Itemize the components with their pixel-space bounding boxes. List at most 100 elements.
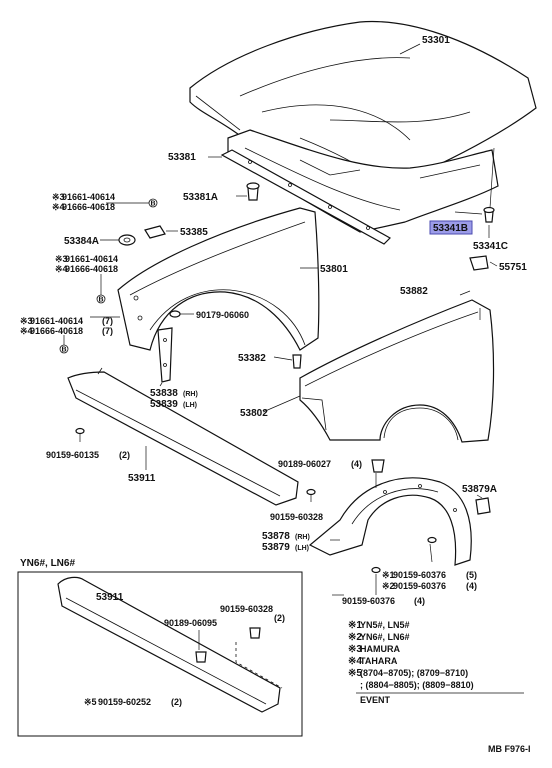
label-53838-side: (RH) xyxy=(183,391,198,398)
label-53839: 53839 xyxy=(150,399,178,410)
label-53385: 53385 xyxy=(180,227,208,238)
label-53838: 53838 xyxy=(150,388,178,399)
rnote-mark-1: ※1 xyxy=(382,570,395,580)
label-90159-60328: 90159-60328 xyxy=(270,512,323,522)
label-53879: 53879 xyxy=(262,542,290,553)
label-90159-60376: 90159-60376 xyxy=(342,596,395,606)
screw-90179[interactable] xyxy=(169,310,181,318)
note-qty-5: (7) xyxy=(102,316,113,326)
legend-text-5: (8704−8705); (8709−8710) xyxy=(360,668,468,678)
left-notes-group-2: ※3 91661-40614 ※4 91666-40618 xyxy=(55,254,118,274)
label-53381: 53381 xyxy=(168,152,196,163)
label-53879a: 53879A xyxy=(462,484,497,495)
label-55751: 55751 xyxy=(499,262,527,273)
note-pn-5: 91661-40614 xyxy=(30,316,83,326)
rnote-qty-2: (4) xyxy=(466,581,477,591)
inset-label-53911: 53911 xyxy=(96,592,124,603)
hood-insulator[interactable] xyxy=(227,129,499,233)
legend-mark-4: ※4 xyxy=(348,656,362,667)
inset-note-qty: (2) xyxy=(171,697,182,707)
svg-text:B: B xyxy=(99,297,104,304)
label-53301: 53301 xyxy=(422,35,450,46)
label-53384a: 53384A xyxy=(64,236,99,247)
right-notes: ※1 90159-60376 (5) ※2 90159-60376 (4) xyxy=(382,570,477,591)
note-pn-2: 91666-40618 xyxy=(62,202,115,212)
front-fender[interactable] xyxy=(299,299,495,443)
note-mark-4: ※4 xyxy=(55,264,68,274)
footer-code: MB F976-I xyxy=(488,744,531,754)
inset-note-mark: ※5 xyxy=(84,697,97,707)
bolt-53382[interactable] xyxy=(292,354,302,369)
label-90179: 90179-06060 xyxy=(196,310,249,320)
fender-apron[interactable] xyxy=(117,207,320,351)
inset-label-90159-60328-qty: (2) xyxy=(274,613,285,623)
label-90159-60135-qty: (2) xyxy=(119,450,130,460)
fender-liner[interactable] xyxy=(308,477,472,566)
note-mark-1: ※3 xyxy=(52,192,65,202)
clip-53879a[interactable] xyxy=(475,497,491,515)
left-notes-group-1: ※3 91661-40614 ※4 91666-40618 xyxy=(52,192,115,212)
front-spoiler[interactable] xyxy=(67,367,299,506)
inset-label-90159-60328: 90159-60328 xyxy=(220,604,273,614)
legend-text-7: EVENT xyxy=(360,695,391,705)
legend: ※1 YN5#, LN5# ※2 YN6#, LN6# ※3 HAMURA ※4… xyxy=(348,620,524,705)
note-mark-2: ※4 xyxy=(52,202,65,212)
bolt-90159-60376-a[interactable] xyxy=(427,536,437,544)
inset-title: YN6#, LN6# xyxy=(20,558,75,569)
label-90189-06027-qty: (4) xyxy=(351,459,362,469)
grommet-53384a[interactable] xyxy=(118,234,136,246)
label-53801: 53801 xyxy=(320,264,348,275)
bolt-90159-60376-b[interactable] xyxy=(371,566,381,574)
hood-stay[interactable] xyxy=(157,327,173,383)
label-53341c: 53341C xyxy=(473,241,508,252)
note-pn-3: 91661-40614 xyxy=(65,254,118,264)
note-mark-5: ※3 xyxy=(20,316,33,326)
svg-text:B: B xyxy=(62,347,67,354)
note-pn-4: 91666-40618 xyxy=(65,264,118,274)
label-90159-60376-qty: (4) xyxy=(414,596,425,606)
bolt-mark-b-3: B xyxy=(59,344,69,354)
cushion-53381a[interactable] xyxy=(246,182,260,201)
legend-mark-5: ※5 xyxy=(348,668,362,679)
note-qty-6: (7) xyxy=(102,326,113,336)
svg-text:B: B xyxy=(151,201,156,208)
legend-mark-2: ※2 xyxy=(348,632,362,643)
leader-lines xyxy=(63,43,498,596)
inset-box xyxy=(17,571,303,737)
clip-90189-06027[interactable] xyxy=(371,459,385,473)
rnote-pn-2: 90159-60376 xyxy=(393,581,446,591)
label-90159-60135: 90159-60135 xyxy=(46,450,99,460)
legend-text-1: YN5#, LN5# xyxy=(360,620,410,630)
bolt-90159-60135[interactable] xyxy=(75,427,85,443)
rnote-pn-1: 90159-60376 xyxy=(393,570,446,580)
clip-53341c[interactable] xyxy=(483,206,495,223)
inset-label-90189: 90189-06095 xyxy=(164,618,217,628)
note-pn-1: 91661-40614 xyxy=(62,192,115,202)
label-53802: 53802 xyxy=(240,408,268,419)
legend-text-2: YN6#, LN6# xyxy=(360,632,410,642)
bracket-55751[interactable] xyxy=(469,255,489,271)
hood-seal[interactable] xyxy=(220,149,391,245)
legend-text-3: HAMURA xyxy=(360,644,400,654)
label-53839-side: (LH) xyxy=(183,402,197,409)
label-53879-side: (LH) xyxy=(295,545,309,552)
bolt-90159-60328[interactable] xyxy=(306,488,316,503)
label-53911: 53911 xyxy=(128,473,156,484)
note-mark-3: ※3 xyxy=(55,254,68,264)
plate-53385[interactable] xyxy=(144,225,166,239)
note-mark-6: ※4 xyxy=(20,326,33,336)
rnote-qty-1: (5) xyxy=(466,570,477,580)
label-53882: 53882 xyxy=(400,286,428,297)
label-90189-06027: 90189-06027 xyxy=(278,459,331,469)
label-53878-side: (RH) xyxy=(295,534,310,541)
label-53878: 53878 xyxy=(262,531,290,542)
highlight-53341b xyxy=(429,220,473,235)
legend-mark-3: ※3 xyxy=(348,644,362,655)
label-53341b[interactable]: 53341B xyxy=(433,223,468,234)
rnote-mark-2: ※2 xyxy=(382,581,395,591)
legend-text-4: TAHARA xyxy=(360,656,398,666)
legend-mark-1: ※1 xyxy=(348,620,362,631)
note-pn-6: 91666-40618 xyxy=(30,326,83,336)
left-notes-group-3: ※3 91661-40614 (7) ※4 91666-40618 (7) xyxy=(20,316,113,336)
